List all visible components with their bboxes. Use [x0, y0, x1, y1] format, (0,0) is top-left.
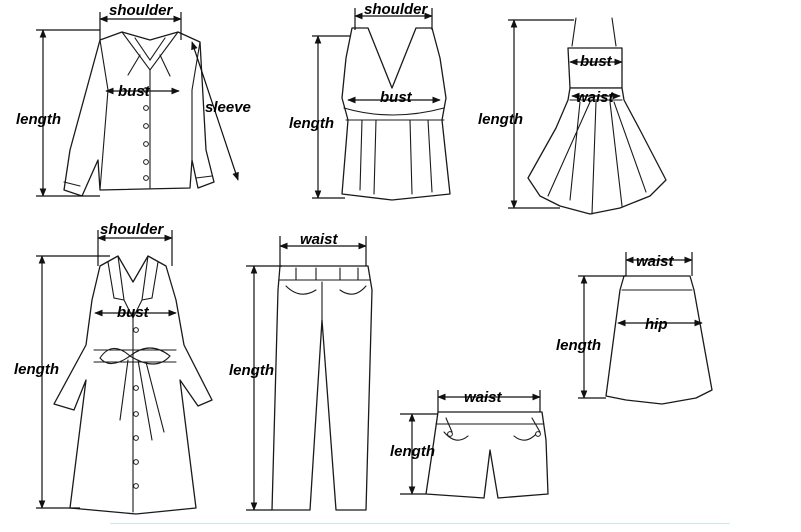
coat-figure [53, 255, 213, 515]
shorts-dimensions [400, 390, 541, 495]
dress-figure [527, 17, 667, 215]
shorts-length-label: length [390, 443, 435, 460]
dress-bust-label: bust [580, 53, 613, 70]
tank-top-bust-label: bust [380, 89, 413, 106]
dress-length-label: length [478, 111, 523, 128]
coat-bust-label: bust [117, 304, 150, 321]
shorts-waist-label: waist [464, 389, 503, 406]
trousers-waist-label: waist [300, 231, 339, 248]
trousers-length-label: length [229, 362, 274, 379]
shorts-figure [425, 411, 549, 499]
shirt-bust-label: bust [118, 83, 151, 100]
skirt-hip-label: hip [645, 316, 668, 333]
shirt-figure [63, 31, 215, 197]
shirt-sleeve-label: sleeve [205, 99, 251, 116]
skirt-dimensions [578, 252, 703, 399]
coat-dimensions [36, 230, 177, 509]
dress-waist-label: waist [576, 89, 615, 106]
tank-top-dimensions [312, 8, 441, 199]
shirt-shoulder-label: shoulder [109, 2, 174, 19]
dress-dimensions [508, 19, 623, 209]
shirt-length-label: length [16, 111, 61, 128]
skirt-length-label: length [556, 337, 601, 354]
coat-shoulder-label: shoulder [100, 221, 165, 238]
tank-top-length-label: length [289, 115, 334, 132]
skirt-waist-label: waist [636, 253, 675, 270]
bottom-divider [110, 523, 730, 524]
trousers-dimensions [246, 236, 367, 511]
trousers-figure [271, 265, 373, 511]
tank-top-figure [341, 27, 451, 201]
coat-length-label: length [14, 361, 59, 378]
skirt-figure [605, 275, 713, 405]
tank-top-shoulder-label: shoulder [364, 1, 429, 18]
shirt-dimensions [36, 12, 239, 197]
